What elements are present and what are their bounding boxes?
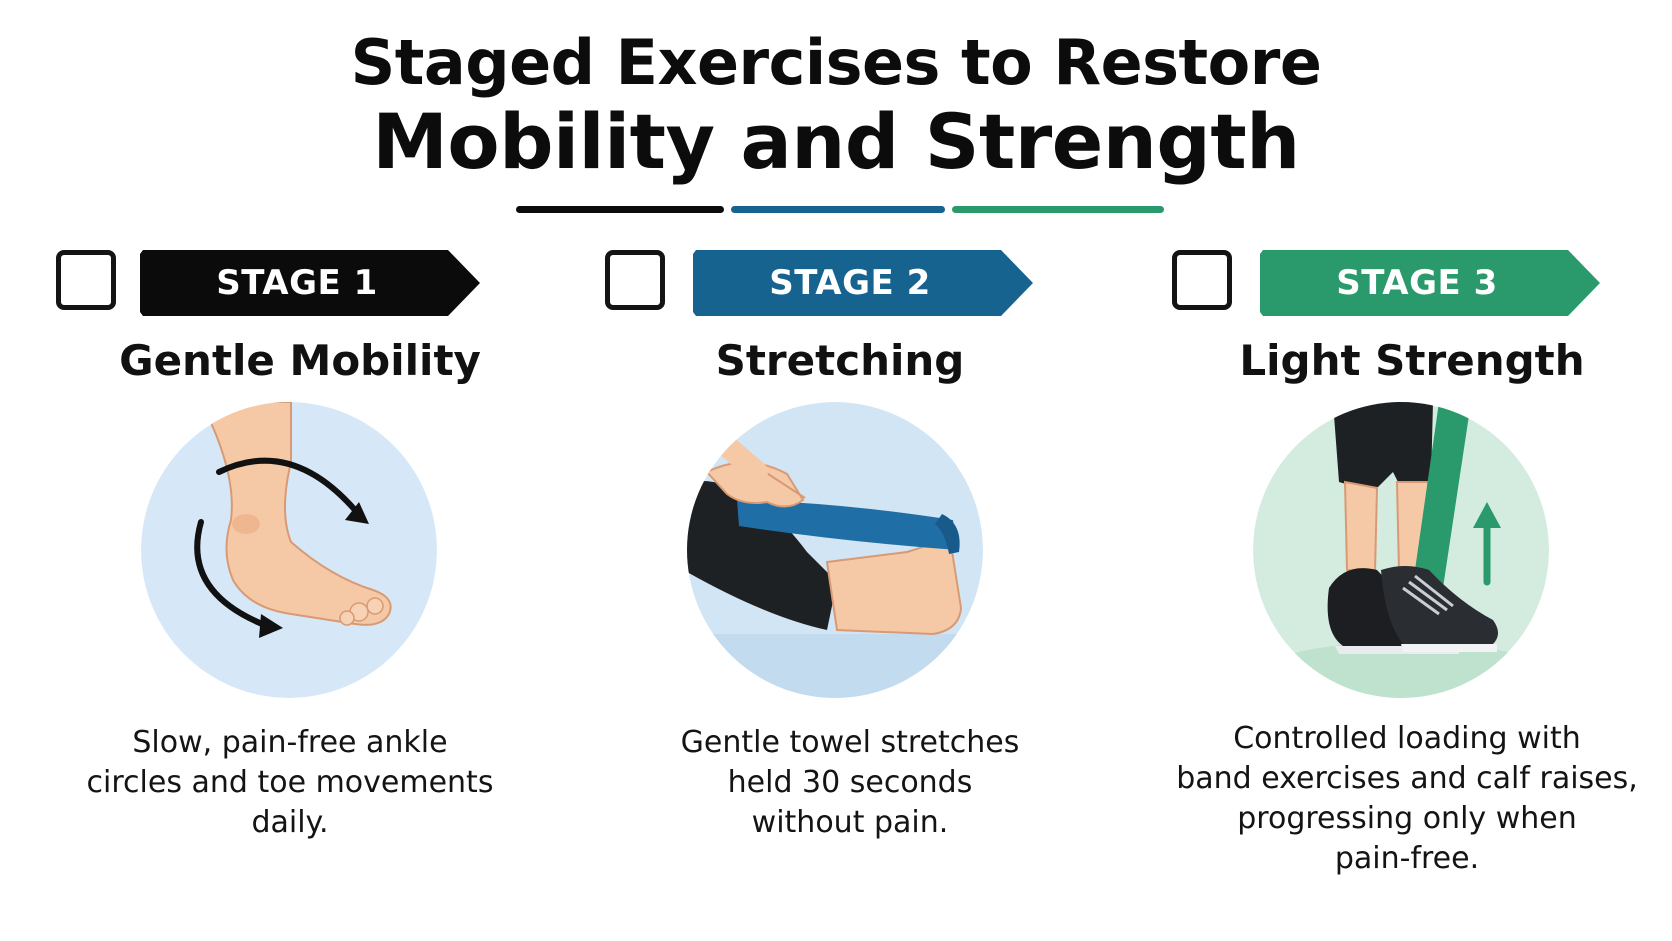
stage-3-title: Light Strength — [1239, 336, 1585, 385]
stage-1-description-line: Slow, pain-free ankle — [132, 725, 448, 760]
stage-3-checkbox[interactable] — [1172, 250, 1232, 310]
stage-2-description-line: held 30 seconds — [727, 765, 973, 800]
title-underline-blue — [731, 206, 945, 213]
stage-2-checkbox[interactable] — [605, 250, 665, 310]
stage-3-label: STAGE 3 — [1336, 263, 1498, 303]
stage-1-description-line: circles and toe movements — [86, 765, 494, 800]
foot-ankle-circles-icon — [141, 402, 437, 698]
towel-stretch-icon — [687, 402, 983, 698]
stage-1-description: Slow, pain-free ankle circles and toe mo… — [80, 723, 500, 843]
stage-3-description-line: band exercises and calf raises, — [1176, 761, 1638, 796]
band-calf-raise-icon — [1253, 402, 1549, 698]
stage-2-card: STAGE 2 Stretching Gentle towel stretche… — [560, 0, 1120, 941]
stage-1-card: STAGE 1 Gentle Mobility Slow, pain-free … — [0, 0, 560, 941]
title-underline-green — [952, 206, 1164, 213]
stage-3-description-line: Controlled loading with — [1233, 721, 1581, 756]
stage-3-description: Controlled loading with band exercises a… — [1157, 719, 1657, 879]
stage-3-description-line: progressing only when — [1237, 801, 1577, 836]
stage-1-title: Gentle Mobility — [119, 336, 481, 385]
stage-2-description: Gentle towel stretches held 30 seconds w… — [630, 723, 1070, 843]
stage-3-card: STAGE 3 Light Strength Controlled loadin… — [1112, 0, 1672, 941]
stage-2-description-line: without pain. — [751, 805, 949, 840]
stage-3-banner: STAGE 3 — [1260, 250, 1600, 316]
stage-1-checkbox[interactable] — [56, 250, 116, 310]
stage-1-label: STAGE 1 — [216, 263, 378, 303]
stage-2-title: Stretching — [715, 336, 965, 385]
stage-1-banner: STAGE 1 — [140, 250, 480, 316]
stage-1-description-line: daily. — [251, 805, 329, 840]
stage-2-banner: STAGE 2 — [693, 250, 1033, 316]
stage-3-description-line: pain-free. — [1334, 841, 1480, 876]
title-line-1: Staged Exercises to Restore — [350, 26, 1322, 99]
stage-2-description-line: Gentle towel stretches — [680, 725, 1020, 760]
title-line-2: Mobility and Strength — [372, 97, 1300, 186]
stage-2-label: STAGE 2 — [769, 263, 931, 303]
title-underline-black — [516, 206, 724, 213]
